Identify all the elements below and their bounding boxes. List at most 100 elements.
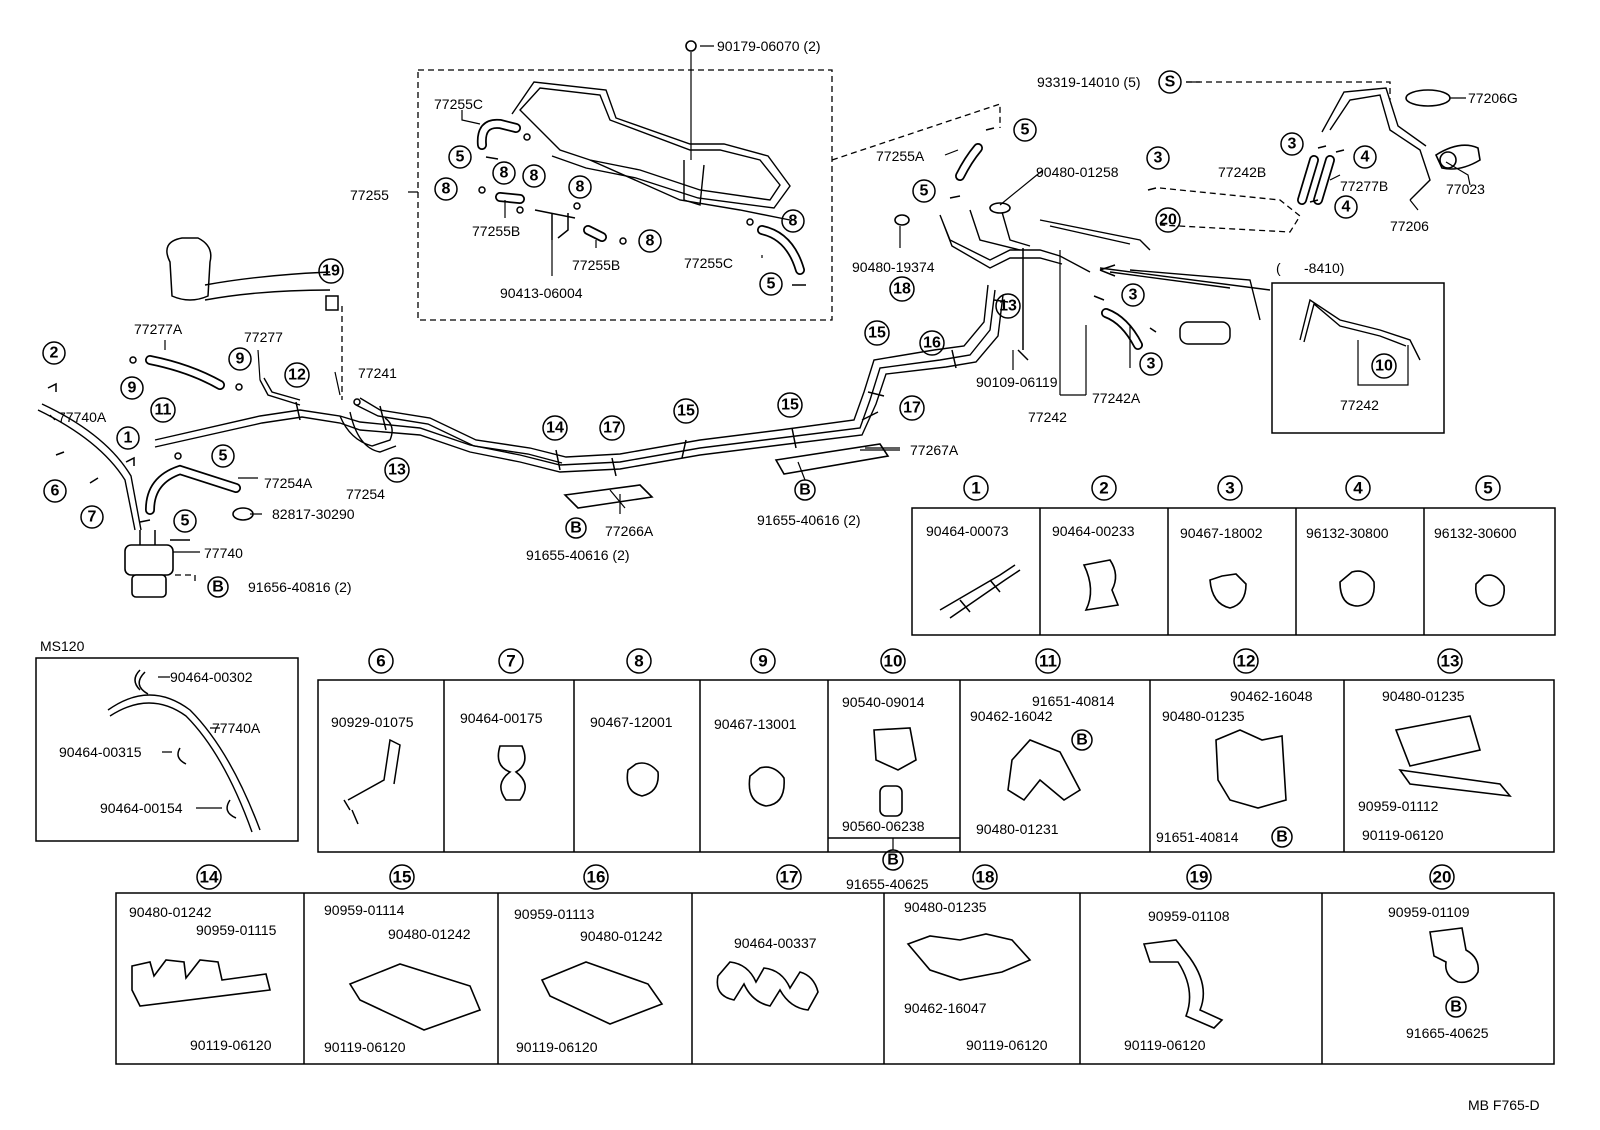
table-cell-ref-6: 6 90929-01075: [331, 648, 414, 825]
ref-circle-3: 3: [1280, 132, 1304, 156]
label-77242-variant: 77242: [1340, 397, 1379, 413]
table-cell-ref-18: 18 90480-01235 90462-16047 90119-06120: [904, 864, 1048, 1053]
svg-text:90464-00175: 90464-00175: [460, 710, 543, 726]
svg-text:3: 3: [1288, 136, 1297, 153]
svg-text:13: 13: [388, 462, 406, 479]
label-77242A: 77242A: [1092, 390, 1141, 406]
label-90109-06119: 90109-06119: [976, 374, 1058, 390]
svg-text:90119-06120: 90119-06120: [516, 1039, 598, 1055]
label-90413-06004: 90413-06004: [500, 285, 583, 301]
svg-text:13: 13: [1441, 652, 1460, 671]
svg-text:17: 17: [603, 420, 621, 437]
svg-text:91665-40625: 91665-40625: [1406, 1025, 1489, 1041]
svg-text:90119-06120: 90119-06120: [966, 1037, 1048, 1053]
svg-text:90959-01113: 90959-01113: [514, 906, 595, 922]
label-77241: 77241: [358, 365, 397, 381]
label-77277B: 77277B: [1340, 178, 1388, 194]
svg-text:16: 16: [923, 335, 941, 352]
svg-text:6: 6: [376, 652, 385, 671]
svg-text:19: 19: [322, 263, 340, 280]
parts-table-row-1: 1 90464-00073 2 90464-00233 3 90467-1800…: [911, 475, 1556, 636]
svg-text:90480-01235: 90480-01235: [1382, 688, 1465, 704]
label-variant-8410: ( -8410): [1276, 260, 1344, 276]
ref-circle-15: 15: [673, 398, 699, 424]
svg-text:8: 8: [646, 233, 655, 250]
ref-circle-8: 8: [492, 161, 516, 185]
svg-text:2: 2: [1099, 479, 1108, 498]
label-77277A: 77277A: [134, 321, 183, 337]
svg-text:14: 14: [546, 420, 564, 437]
diagram-code: MB F765-D: [1468, 1097, 1540, 1113]
ref-circle-6: 6: [43, 479, 67, 503]
svg-text:6: 6: [51, 483, 60, 500]
svg-text:91651-40814: 91651-40814: [1032, 693, 1115, 709]
ref-circle-17: 17: [599, 415, 625, 441]
svg-text:B: B: [212, 579, 224, 596]
label-77740A: 77740A: [58, 409, 107, 425]
label-93319-14010: 93319-14010 (5): [1037, 74, 1141, 90]
label-77740: 77740: [204, 545, 243, 561]
table-cell-ref-5: 5 96132-30600: [1434, 475, 1517, 607]
ref-circle-8: 8: [638, 229, 662, 253]
svg-text:8: 8: [530, 168, 539, 185]
svg-text:3: 3: [1129, 287, 1138, 304]
label-77242-main: 77242: [1028, 409, 1067, 425]
svg-text:10: 10: [1375, 358, 1393, 375]
ref-circle-3: 3: [1139, 352, 1163, 376]
ref-circle-5: 5: [912, 179, 936, 203]
ref-circle-15: 15: [777, 392, 803, 418]
table-cell-ref-19: 19 90959-01108 90119-06120: [1124, 864, 1230, 1053]
ref-circle-5: 5: [211, 444, 235, 468]
table-cell-ref-1: 1 90464-00073: [926, 475, 1021, 619]
svg-text:90464-00233: 90464-00233: [1052, 523, 1135, 539]
label-91655-40616-right: 91655-40616 (2): [757, 512, 861, 528]
svg-text:8: 8: [576, 179, 585, 196]
label-77255B-left: 77255B: [472, 223, 520, 239]
ref-circle-B: B: [207, 576, 229, 598]
svg-text:5: 5: [1483, 479, 1492, 498]
ref-circle-3: 3: [1146, 146, 1170, 170]
ms120-label-90464-00302: 90464-00302: [170, 669, 253, 685]
table-cell-ref-8: 8 90467-12001: [590, 648, 673, 797]
ref-circle-8: 8: [781, 209, 805, 233]
svg-text:15: 15: [677, 403, 695, 420]
svg-text:5: 5: [920, 183, 929, 200]
label-77242B: 77242B: [1218, 164, 1266, 180]
label-77023: 77023: [1446, 181, 1485, 197]
label-77266A: 77266A: [605, 523, 654, 539]
svg-text:90119-06120: 90119-06120: [324, 1039, 406, 1055]
ref-circle-20: 20: [1155, 207, 1181, 233]
main-assembly-drawing: [37, 40, 1481, 598]
svg-text:2: 2: [50, 345, 59, 362]
parts-table-row-3: 14 90480-01242 90959-01115 90119-06120 1…: [115, 864, 1555, 1065]
label-91656-40816: 91656-40816 (2): [248, 579, 352, 595]
svg-text:8: 8: [442, 181, 451, 198]
svg-text:19: 19: [1190, 868, 1209, 887]
svg-text:B: B: [887, 852, 899, 869]
svg-text:8: 8: [789, 213, 798, 230]
label-77206G: 77206G: [1468, 90, 1518, 106]
svg-text:17: 17: [903, 400, 921, 417]
ref-circle-17: 17: [899, 395, 925, 421]
table-cell-ref-9: 9 90467-13001: [714, 648, 797, 807]
svg-text:B: B: [799, 482, 811, 499]
table-cell-ref-12: 12 90462-16048 90480-01235 91651-40814 B: [1156, 648, 1313, 848]
ref-circle-13: 13: [995, 293, 1021, 319]
ref-circle-1: 1: [116, 426, 140, 450]
svg-text:90929-01075: 90929-01075: [331, 714, 414, 730]
label-77255A: 77255A: [876, 148, 925, 164]
svg-text:90959-01108: 90959-01108: [1148, 908, 1230, 924]
svg-text:3: 3: [1154, 150, 1163, 167]
svg-text:3: 3: [1147, 356, 1156, 373]
svg-text:4: 4: [1353, 479, 1363, 498]
ref-circle-5: 5: [759, 272, 783, 296]
ref-circle-12: 12: [284, 362, 310, 388]
table-cell-ref-14: 14 90480-01242 90959-01115 90119-06120: [129, 864, 277, 1053]
svg-text:B: B: [1450, 999, 1462, 1016]
ref-circle-2: 2: [42, 341, 66, 365]
svg-text:90119-06120: 90119-06120: [1362, 827, 1444, 843]
svg-text:90959-01114: 90959-01114: [324, 902, 405, 918]
assembly-77255-dashed-box: [417, 69, 833, 321]
label-77277: 77277: [244, 329, 283, 345]
svg-text:90480-01242: 90480-01242: [388, 926, 471, 942]
